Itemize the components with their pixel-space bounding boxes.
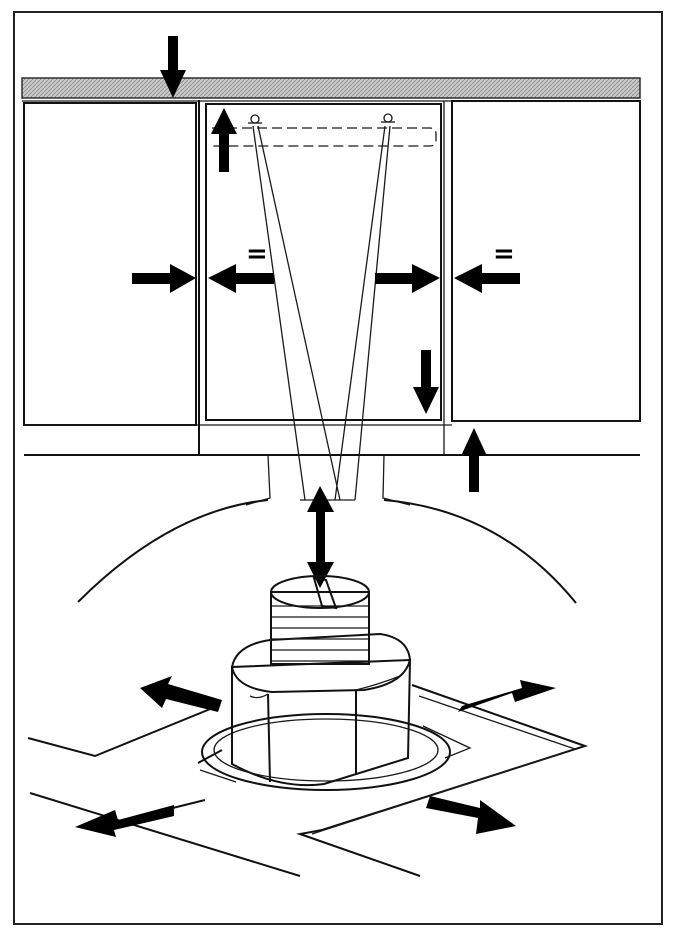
arrow-up-right-door <box>461 428 487 492</box>
hex-nut-adjuster <box>201 575 451 791</box>
double-arrow-vertical <box>307 486 334 588</box>
base-plate <box>27 684 589 877</box>
arrow-upper-left-nut <box>140 676 222 712</box>
arrow-down-top-rail <box>160 36 186 98</box>
arrow-down-middle-door <box>413 350 439 414</box>
arrow-right-right-gap <box>375 264 440 293</box>
arrow-upper-right-nut <box>458 680 556 712</box>
hinge-plate <box>212 113 437 147</box>
equal-mark-right: = <box>493 239 515 269</box>
arrow-lower-right-nut <box>426 796 516 834</box>
magnification-arc <box>77 499 577 604</box>
arrow-left-left-gap <box>208 264 274 293</box>
arrow-left-right-gap <box>454 264 520 293</box>
equal-mark-left: = <box>246 239 268 269</box>
arrow-lower-left-nut <box>75 805 174 837</box>
arrow-right-left-gap <box>132 264 196 293</box>
arrow-up-middle-door <box>211 108 237 172</box>
middle-door <box>205 103 442 421</box>
outer-frame <box>13 11 663 925</box>
top-rail <box>21 77 641 99</box>
